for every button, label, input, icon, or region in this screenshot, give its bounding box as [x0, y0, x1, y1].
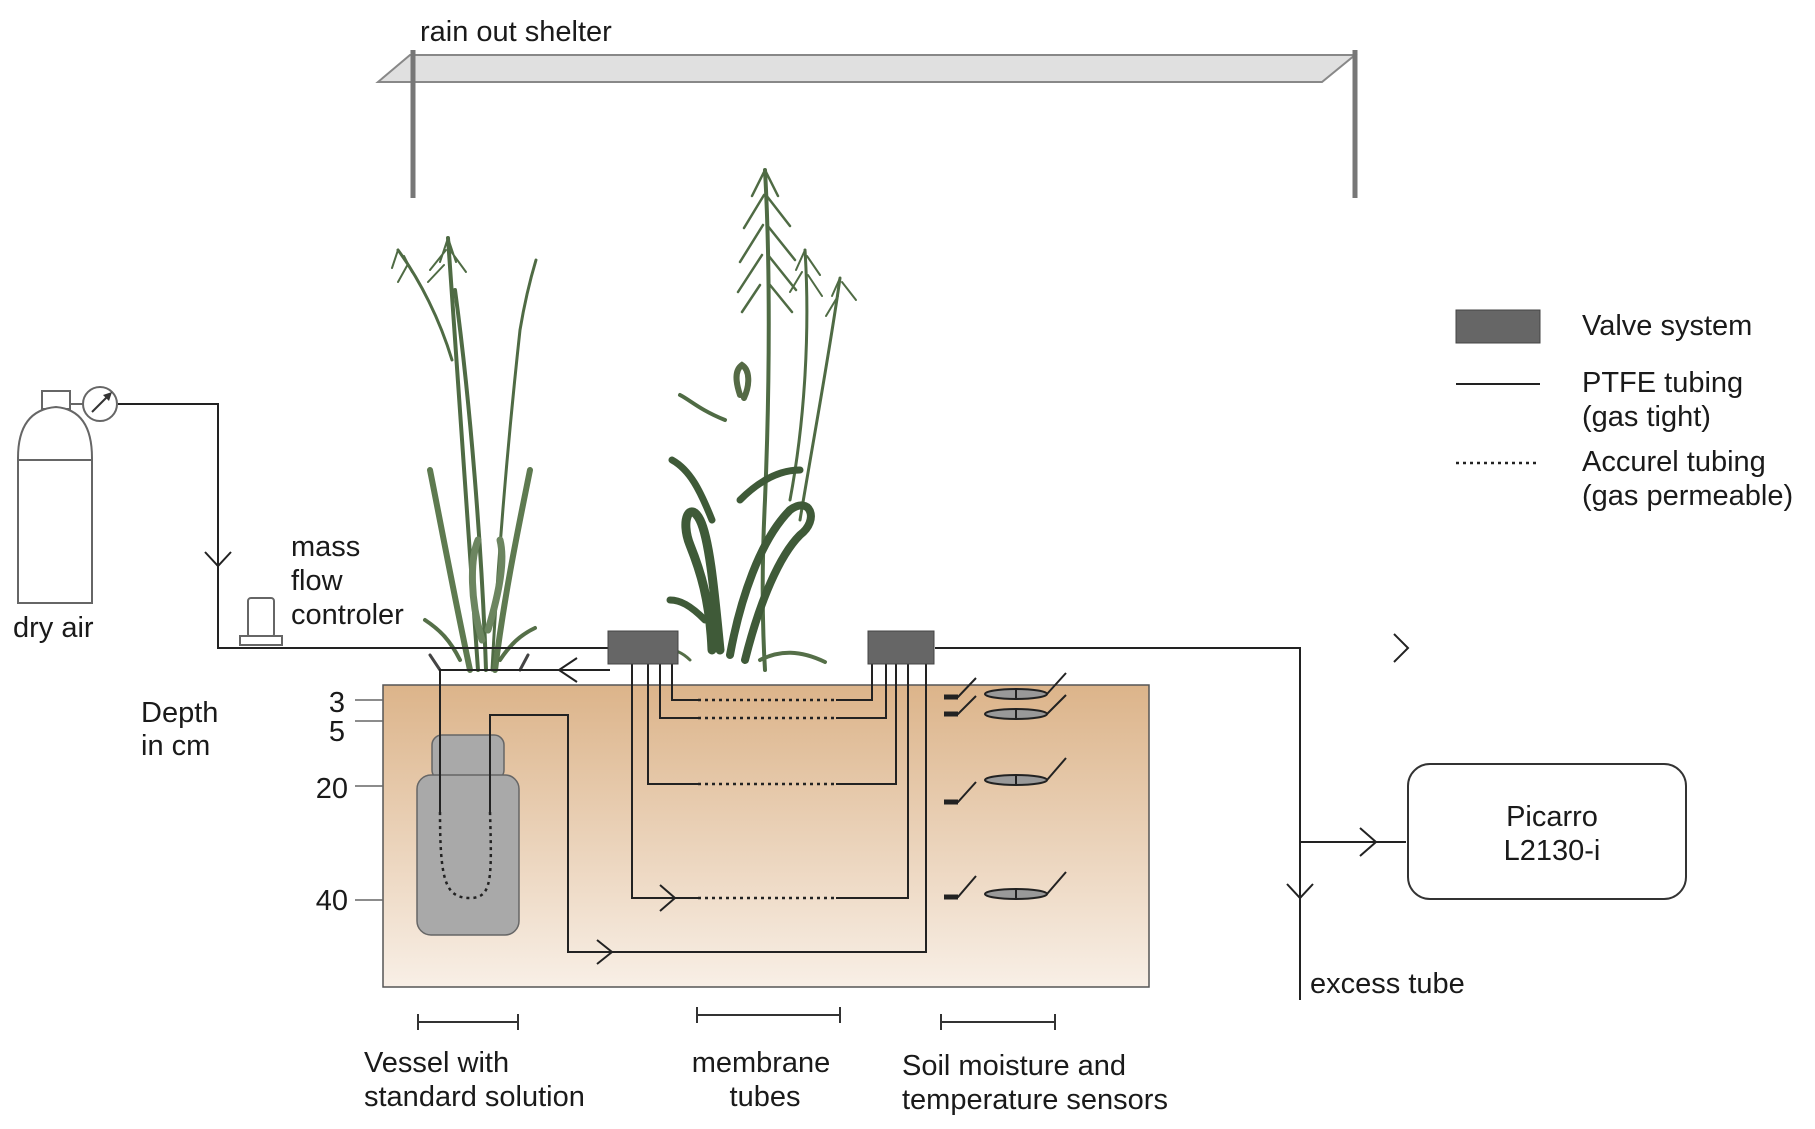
legend-accurel-label-line1: Accurel tubing	[1582, 446, 1766, 478]
legend-valve-label: Valve system	[1582, 310, 1752, 342]
depth-tick-5: 5	[329, 716, 345, 748]
sensors-label-line2: temperature sensors	[902, 1084, 1168, 1116]
legend-accurel-label-line2: (gas permeable)	[1582, 480, 1793, 512]
soil-sensors	[945, 672, 1067, 900]
legend-ptfe-label-line1: PTFE tubing	[1582, 367, 1743, 399]
depth-label-line2: in cm	[141, 730, 210, 762]
mass-flow-label-line3: controler	[291, 599, 404, 631]
valve-system-2	[867, 630, 935, 665]
accurel-tubing	[438, 698, 836, 900]
depth-scale: Depth in cm 3 5 20 40	[141, 687, 383, 917]
depth-label-line1: Depth	[141, 697, 218, 729]
depth-tick-3: 3	[329, 687, 345, 719]
grass-plant-right	[658, 168, 857, 672]
picarro-label-line2: L2130-i	[1504, 835, 1601, 867]
grass-plant-left	[391, 236, 538, 673]
mass-flow-controller	[239, 597, 283, 646]
membrane-label-line1: membrane	[692, 1047, 831, 1079]
shelter-roof	[375, 54, 1358, 83]
standard-solution-vessel	[416, 734, 520, 936]
vessel-label-line2: standard solution	[364, 1081, 585, 1113]
rain-out-shelter: rain out shelter	[375, 16, 1358, 198]
legend-ptfe-label-line2: (gas tight)	[1582, 401, 1711, 433]
picarro-analyzer	[1407, 763, 1687, 900]
sensor-depth-5	[945, 694, 1067, 720]
mass-flow-label-line2: flow	[291, 565, 344, 597]
depth-tick-20: 20	[316, 773, 348, 805]
membrane-label-line2: tubes	[730, 1081, 801, 1113]
legend: Valve system PTFE tubing (gas tight) Acc…	[1455, 309, 1793, 512]
mass-flow-label-line1: mass	[291, 531, 360, 563]
sensors-label-line1: Soil moisture and	[902, 1050, 1126, 1082]
dry-air-cylinder	[17, 386, 118, 604]
valve-system-1	[607, 630, 679, 665]
dry-air-label: dry air	[13, 612, 94, 644]
rain-out-shelter-label: rain out shelter	[420, 16, 612, 48]
vessel-label-line1: Vessel with	[364, 1047, 509, 1079]
picarro-label-line1: Picarro	[1506, 801, 1598, 833]
depth-tick-40: 40	[316, 885, 348, 917]
legend-valve-swatch	[1455, 309, 1541, 344]
excess-tube-label: excess tube	[1310, 968, 1465, 1000]
bottom-brackets	[417, 1007, 1056, 1030]
